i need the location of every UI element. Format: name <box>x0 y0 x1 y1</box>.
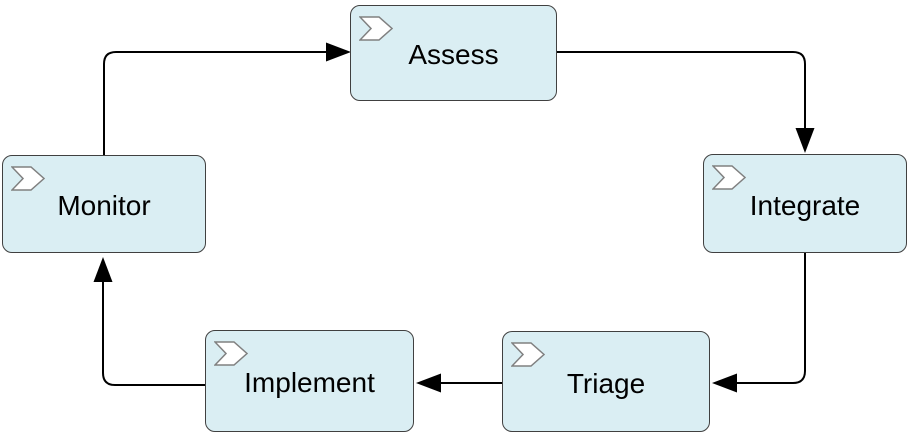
node-integrate: Integrate <box>703 154 907 253</box>
node-label: Triage <box>566 367 646 399</box>
node-monitor: Monitor <box>2 155 206 253</box>
chevron-arrow-icon <box>511 342 545 367</box>
node-label: Integrate <box>749 189 861 221</box>
node-label: Monitor <box>57 190 151 221</box>
chevron-arrow-icon <box>11 166 45 191</box>
node-assess: Assess <box>350 5 557 101</box>
edge-integrate-to-triage <box>712 253 806 393</box>
arrowhead-left-icon <box>416 373 441 393</box>
node-triage: Triage <box>502 331 710 432</box>
edge-triage-to-implement <box>416 373 502 393</box>
node-implement: Implement <box>205 330 414 432</box>
edge-monitor-to-assess <box>103 42 351 155</box>
chevron-arrow-icon <box>214 341 248 366</box>
arrowhead-up-icon <box>93 257 113 282</box>
arrowhead-right-icon <box>326 42 351 62</box>
node-label: Implement <box>244 367 375 398</box>
arrowhead-down-icon <box>795 128 815 153</box>
edge-implement-to-monitor <box>93 257 205 386</box>
edge-assess-to-integrate <box>557 51 815 153</box>
node-label: Assess <box>408 39 499 70</box>
chevron-arrow-icon <box>712 165 746 190</box>
arrowhead-left-icon <box>712 373 737 393</box>
chevron-arrow-icon <box>359 16 393 41</box>
